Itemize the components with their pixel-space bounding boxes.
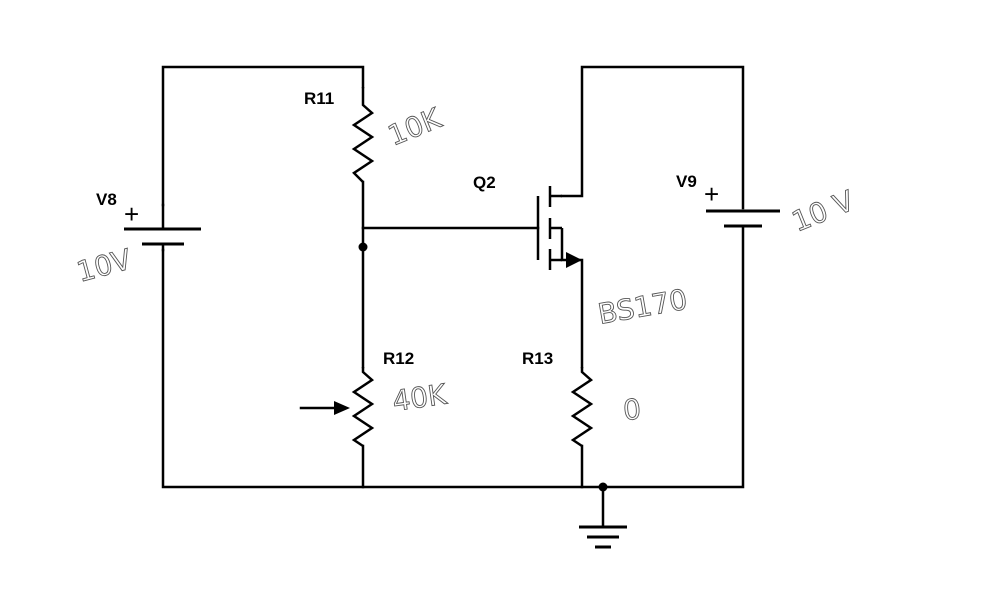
v8-polarity-plus: + — [124, 199, 139, 229]
v8-handwritten-value: 10V — [73, 243, 134, 289]
r13-handwritten-value: 0 — [622, 393, 643, 427]
v9-designator: V9 — [676, 172, 697, 191]
r12-wiper-arrow — [299, 401, 350, 415]
r11-designator: R11 — [304, 89, 334, 108]
junction-gate-node — [358, 242, 368, 252]
wire-drain — [560, 65, 745, 210]
q2-designator: Q2 — [473, 173, 496, 192]
ground-symbol — [579, 525, 627, 549]
r12-designator: R12 — [383, 349, 414, 368]
r11-handwritten-value: 10K — [383, 101, 446, 152]
wire-bottom-right — [601, 224, 745, 489]
resistor-r11 — [351, 87, 375, 183]
v8-designator: V8 — [96, 190, 117, 209]
r13-designator: R13 — [522, 349, 553, 368]
r12-handwritten-value: 40K — [390, 378, 449, 418]
v9-polarity-plus: + — [704, 179, 719, 209]
resistor-r12 — [351, 367, 375, 448]
v9-handwritten-value: 10 V — [787, 184, 858, 238]
battery-v9 — [706, 209, 780, 228]
resistor-r13 — [570, 367, 594, 448]
junction-ground-node — [598, 482, 608, 492]
wire-source — [560, 258, 584, 369]
mosfet-q2 — [536, 186, 582, 270]
battery-v8 — [124, 203, 201, 252]
wire-top-left — [161, 65, 365, 207]
wire-bottom-left — [161, 248, 605, 489]
q2-handwritten-part: BS170 — [595, 283, 689, 331]
wires-left-loop — [161, 65, 605, 489]
q2-source-arrow — [566, 252, 582, 268]
